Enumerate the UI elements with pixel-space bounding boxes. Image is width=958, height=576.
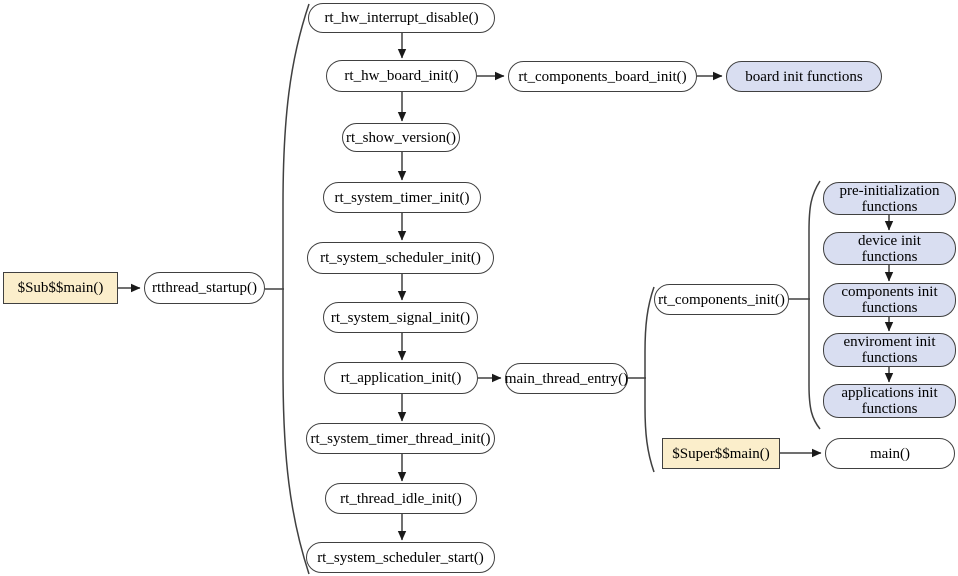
brace-startup-sequence xyxy=(282,3,310,575)
node-applications-init-functions: applications init functions xyxy=(823,384,956,418)
node-pre-initialization-functions: pre-initialization functions xyxy=(823,182,956,215)
node-rt-application-init: rt_application_init() xyxy=(324,362,478,394)
node-rt-system-scheduler-init: rt_system_scheduler_init() xyxy=(307,242,494,274)
node-rt-components-board-init: rt_components_board_init() xyxy=(508,61,697,92)
node-rt-thread-idle-init: rt_thread_idle_init() xyxy=(325,483,477,514)
brace-main-thread xyxy=(644,286,655,473)
node-device-init-functions: device init functions xyxy=(823,232,956,265)
node-main-thread-entry: main_thread_entry() xyxy=(505,363,628,394)
node-rt-hw-interrupt-disable: rt_hw_interrupt_disable() xyxy=(308,3,495,33)
brace-components-init xyxy=(808,180,821,430)
node-rt-system-scheduler-start: rt_system_scheduler_start() xyxy=(306,542,495,573)
node-rt-components-init: rt_components_init() xyxy=(654,284,789,315)
node-rt-hw-board-init: rt_hw_board_init() xyxy=(326,60,477,92)
node-rt-system-signal-init: rt_system_signal_init() xyxy=(323,302,478,333)
node-rtthread-startup: rtthread_startup() xyxy=(144,272,265,304)
node-rt-system-timer-thread-init: rt_system_timer_thread_init() xyxy=(306,423,495,454)
node-components-init-functions: components init functions xyxy=(823,283,956,317)
node-sub-main: $Sub$$main() xyxy=(3,272,118,304)
node-rt-show-version: rt_show_version() xyxy=(342,123,460,152)
node-board-init-functions: board init functions xyxy=(726,61,882,92)
node-enviroment-init-functions: enviroment init functions xyxy=(823,333,956,367)
node-main: main() xyxy=(825,438,955,469)
node-super-main: $Super$$main() xyxy=(662,438,780,469)
node-rt-system-timer-init: rt_system_timer_init() xyxy=(323,182,481,213)
